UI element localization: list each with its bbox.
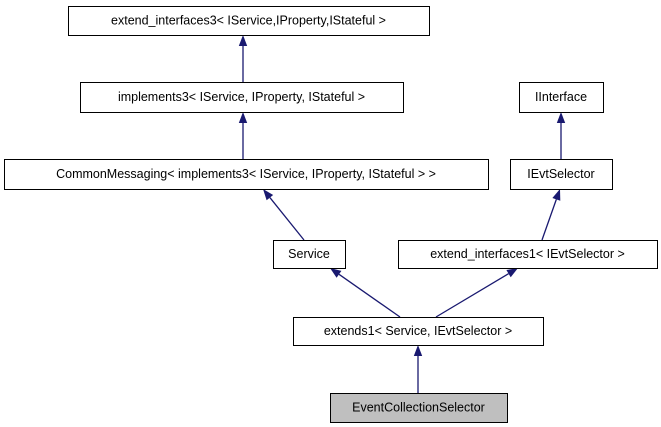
edge-extends1-to-extend_interfaces1	[435, 268, 518, 318]
class-node-extend_interfaces1[interactable]: extend_interfaces1< IEvtSelector >	[397, 239, 659, 270]
class-node-box[interactable]	[397, 239, 659, 270]
class-node-box[interactable]	[67, 5, 431, 37]
class-node-label: extend_interfaces1< IEvtSelector >	[430, 247, 625, 261]
class-node-CommonMessaging[interactable]: CommonMessaging< implements3< IService, …	[3, 158, 490, 191]
class-node-label: IEvtSelector	[527, 167, 594, 181]
edge-ievtselector-to-iinterface	[556, 112, 566, 159]
class-node-box[interactable]	[518, 81, 605, 114]
class-node-label: implements3< IService, IProperty, IState…	[118, 90, 365, 104]
class-node-box[interactable]	[509, 158, 614, 191]
edge-line	[435, 273, 509, 318]
class-node-label: Service	[288, 247, 330, 261]
edge-service-to-commonmessaging	[263, 189, 305, 241]
class-node-IInterface[interactable]: IInterface	[518, 81, 605, 114]
class-node-box[interactable]	[329, 392, 509, 424]
class-node-box[interactable]	[3, 158, 490, 191]
edge-commonmessaging-to-implements3	[238, 112, 248, 159]
class-node-Service[interactable]: Service	[272, 239, 347, 270]
class-node-label: CommonMessaging< implements3< IService, …	[56, 167, 436, 181]
edge-arrowhead	[238, 112, 248, 123]
edge-line	[338, 273, 401, 318]
edges-layer	[238, 35, 566, 393]
class-node-extends1[interactable]: extends1< Service, IEvtSelector >	[292, 316, 545, 347]
edge-arrowhead	[238, 35, 248, 46]
class-node-box[interactable]	[272, 239, 347, 270]
edge-arrowhead	[556, 112, 566, 123]
edge-eventcollectionselector-to-extends1	[413, 345, 423, 393]
edge-arrowhead	[263, 189, 274, 201]
nodes-layer: extend_interfaces3< IService,IProperty,I…	[3, 5, 659, 424]
class-node-label: IInterface	[535, 90, 587, 104]
class-node-label: EventCollectionSelector	[352, 400, 485, 414]
edge-arrowhead	[413, 345, 423, 356]
class-node-box[interactable]	[79, 81, 405, 114]
edge-extend_interfaces1-to-ievtselector	[541, 189, 561, 241]
class-node-EventCollectionSelector[interactable]: EventCollectionSelector	[329, 392, 509, 424]
class-node-extend_interfaces3[interactable]: extend_interfaces3< IService,IProperty,I…	[67, 5, 431, 37]
edge-arrowhead	[330, 268, 342, 278]
edge-arrowhead	[552, 189, 561, 201]
edge-line	[541, 199, 557, 241]
edge-extends1-to-service	[330, 268, 401, 318]
class-node-implements3[interactable]: implements3< IService, IProperty, IState…	[79, 81, 405, 114]
edge-implements3-to-extend_interfaces3	[238, 35, 248, 82]
class-node-box[interactable]	[292, 316, 545, 347]
class-node-label: extend_interfaces3< IService,IProperty,I…	[111, 13, 386, 27]
edge-arrowhead	[506, 268, 518, 278]
edge-line	[269, 197, 305, 241]
class-node-IEvtSelector[interactable]: IEvtSelector	[509, 158, 614, 191]
class-node-label: extends1< Service, IEvtSelector >	[324, 324, 512, 338]
